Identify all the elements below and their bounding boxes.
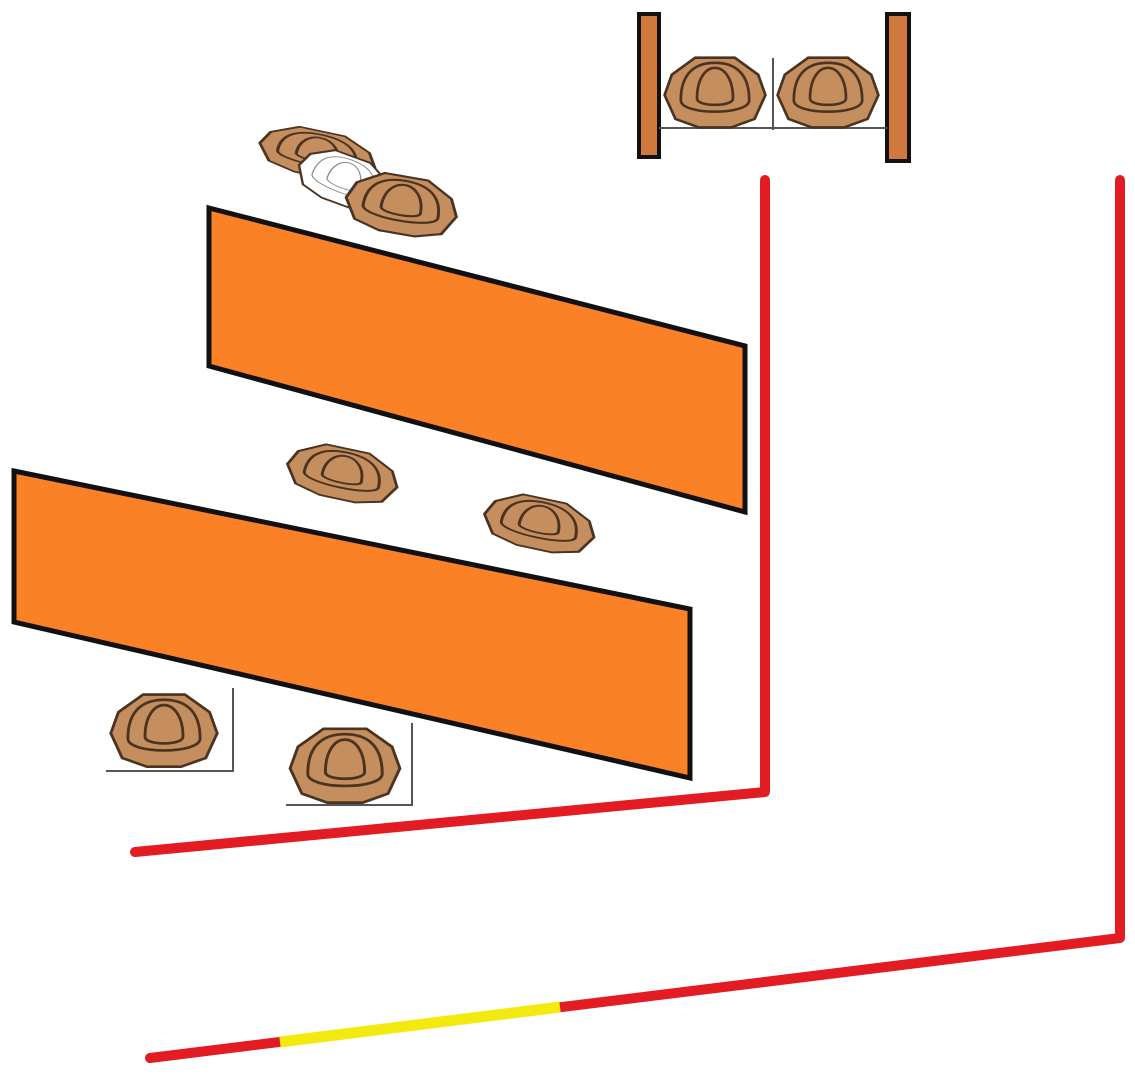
target-plate-ring — [361, 178, 441, 224]
steel-target-icon — [109, 693, 219, 769]
target-plate-outline — [109, 693, 219, 769]
target-plate-ring — [302, 449, 381, 492]
steel-target-icon — [288, 727, 402, 804]
target-plate-outline — [288, 727, 402, 804]
target-plate-ring — [326, 161, 362, 192]
target-plate-ring — [695, 66, 735, 107]
target-bracket — [106, 688, 234, 772]
steel-target-icon — [776, 56, 880, 129]
start-box-icon — [279, 1001, 561, 1048]
steel-target-icon — [285, 443, 399, 504]
target-plate-ring — [499, 499, 578, 542]
target-plate-outline — [663, 56, 767, 129]
target-plate-ring — [808, 66, 848, 107]
target-plate-ring — [306, 732, 384, 788]
fault-line-icon — [130, 175, 770, 857]
target-plate-ring — [126, 698, 202, 752]
target-stand-icon — [637, 12, 911, 163]
target-plate-outline — [776, 56, 880, 129]
barricade-icon — [11, 467, 693, 782]
steel-target-with-stand — [286, 723, 413, 806]
target-plate-ring — [379, 183, 423, 218]
target-plate-ring — [143, 703, 185, 745]
steel-target-icon — [482, 493, 596, 554]
target-bracket — [286, 723, 413, 806]
steel-target-group — [258, 125, 458, 238]
steel-target-icon — [663, 56, 767, 129]
target-plate-outline — [285, 443, 399, 504]
stand-post-right — [885, 12, 911, 163]
target-plate-ring — [679, 61, 751, 113]
barricade-icon — [206, 204, 748, 516]
target-plate-ring — [320, 454, 364, 486]
target-plate-ring — [311, 156, 376, 199]
target-plate-outline — [482, 493, 596, 554]
steel-target-with-stand — [106, 688, 234, 772]
target-plate-ring — [517, 504, 561, 536]
target-plate-ring — [323, 738, 367, 781]
steel-target-icon — [344, 171, 458, 238]
stand-post-left — [637, 12, 661, 159]
target-plate-ring — [792, 61, 864, 113]
